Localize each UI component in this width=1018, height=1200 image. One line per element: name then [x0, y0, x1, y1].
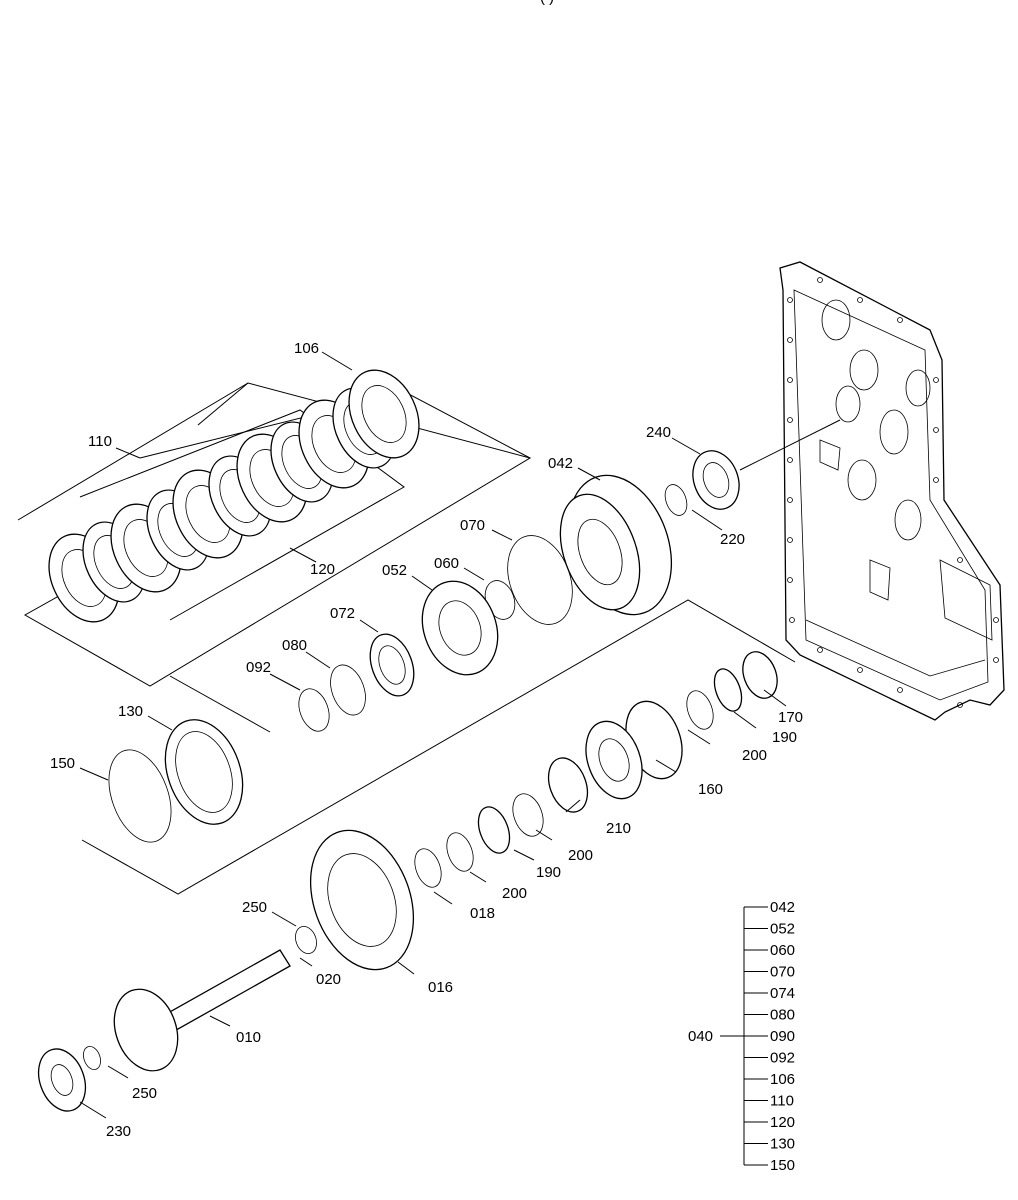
callout-080: 080	[282, 637, 307, 654]
callout-060: 060	[434, 555, 459, 572]
callout-210: 210	[606, 820, 631, 837]
assembly-child-label: 106	[770, 1071, 795, 1088]
housing-cover-plate	[779, 261, 1005, 721]
callout-020: 020	[316, 971, 341, 988]
assembly-child-label: 150	[770, 1157, 795, 1174]
assembly-child-label: 074	[770, 985, 795, 1002]
callout-250-lower: 250	[132, 1085, 157, 1102]
callout-150: 150	[50, 755, 75, 772]
callout-070: 070	[460, 517, 485, 534]
assembly-child-label: 042	[770, 899, 795, 916]
callout-200-lower: 200	[502, 885, 527, 902]
callout-042: 042	[548, 455, 573, 472]
callout-016: 016	[428, 979, 453, 996]
assembly-children: 042 052 060 070 074 080 090 092 106 110 120 130 150	[744, 899, 795, 1174]
assembly-child-label: 090	[770, 1028, 795, 1045]
callout-240: 240	[646, 424, 671, 441]
assembly-parent-label: 040	[688, 1028, 713, 1045]
callout-160: 160	[698, 781, 723, 798]
assembly-child-label: 120	[770, 1114, 795, 1131]
callout-190-lower: 190	[536, 864, 561, 881]
lower-alignment-frame	[81, 599, 796, 895]
callout-250-upper: 250	[242, 899, 267, 916]
header-fragment: ( )	[540, 0, 554, 6]
shaft-stack	[37, 651, 778, 1112]
clutch-disc-pack	[17, 369, 532, 687]
callout-170: 170	[778, 709, 803, 726]
assembly-child-label: 110	[770, 1093, 794, 1110]
assembly-child-label: 130	[770, 1136, 795, 1153]
callout-220: 220	[720, 531, 745, 548]
left-gears	[108, 719, 244, 843]
callout-052: 052	[382, 562, 407, 579]
assembly-child-label: 070	[770, 964, 795, 981]
callout-200-upper: 200	[742, 747, 767, 764]
disc-pack-leader	[169, 675, 271, 733]
callout-120: 120	[310, 561, 335, 578]
callout-labels: 106 110 120 042 240 220 070 060 052 072 …	[50, 340, 803, 1140]
callout-130: 130	[118, 703, 143, 720]
assembly-group-bracket: 040	[688, 907, 745, 1165]
callout-230: 230	[106, 1123, 131, 1140]
callout-010: 010	[236, 1029, 261, 1046]
callout-110: 110	[88, 433, 112, 450]
assembly-child-label: 052	[770, 921, 795, 938]
housing-bolt-holes	[787, 277, 999, 708]
assembly-child-label: 080	[770, 1007, 795, 1024]
callout-190-upper: 190	[772, 729, 797, 746]
callout-072: 072	[330, 605, 355, 622]
assembly-child-label: 060	[770, 942, 795, 959]
callout-018: 018	[470, 905, 495, 922]
callout-leaders	[79, 351, 787, 1119]
callout-200-middle: 200	[568, 847, 593, 864]
callout-106: 106	[294, 340, 319, 357]
callout-092: 092	[246, 659, 271, 676]
assembly-child-label: 092	[770, 1050, 795, 1067]
